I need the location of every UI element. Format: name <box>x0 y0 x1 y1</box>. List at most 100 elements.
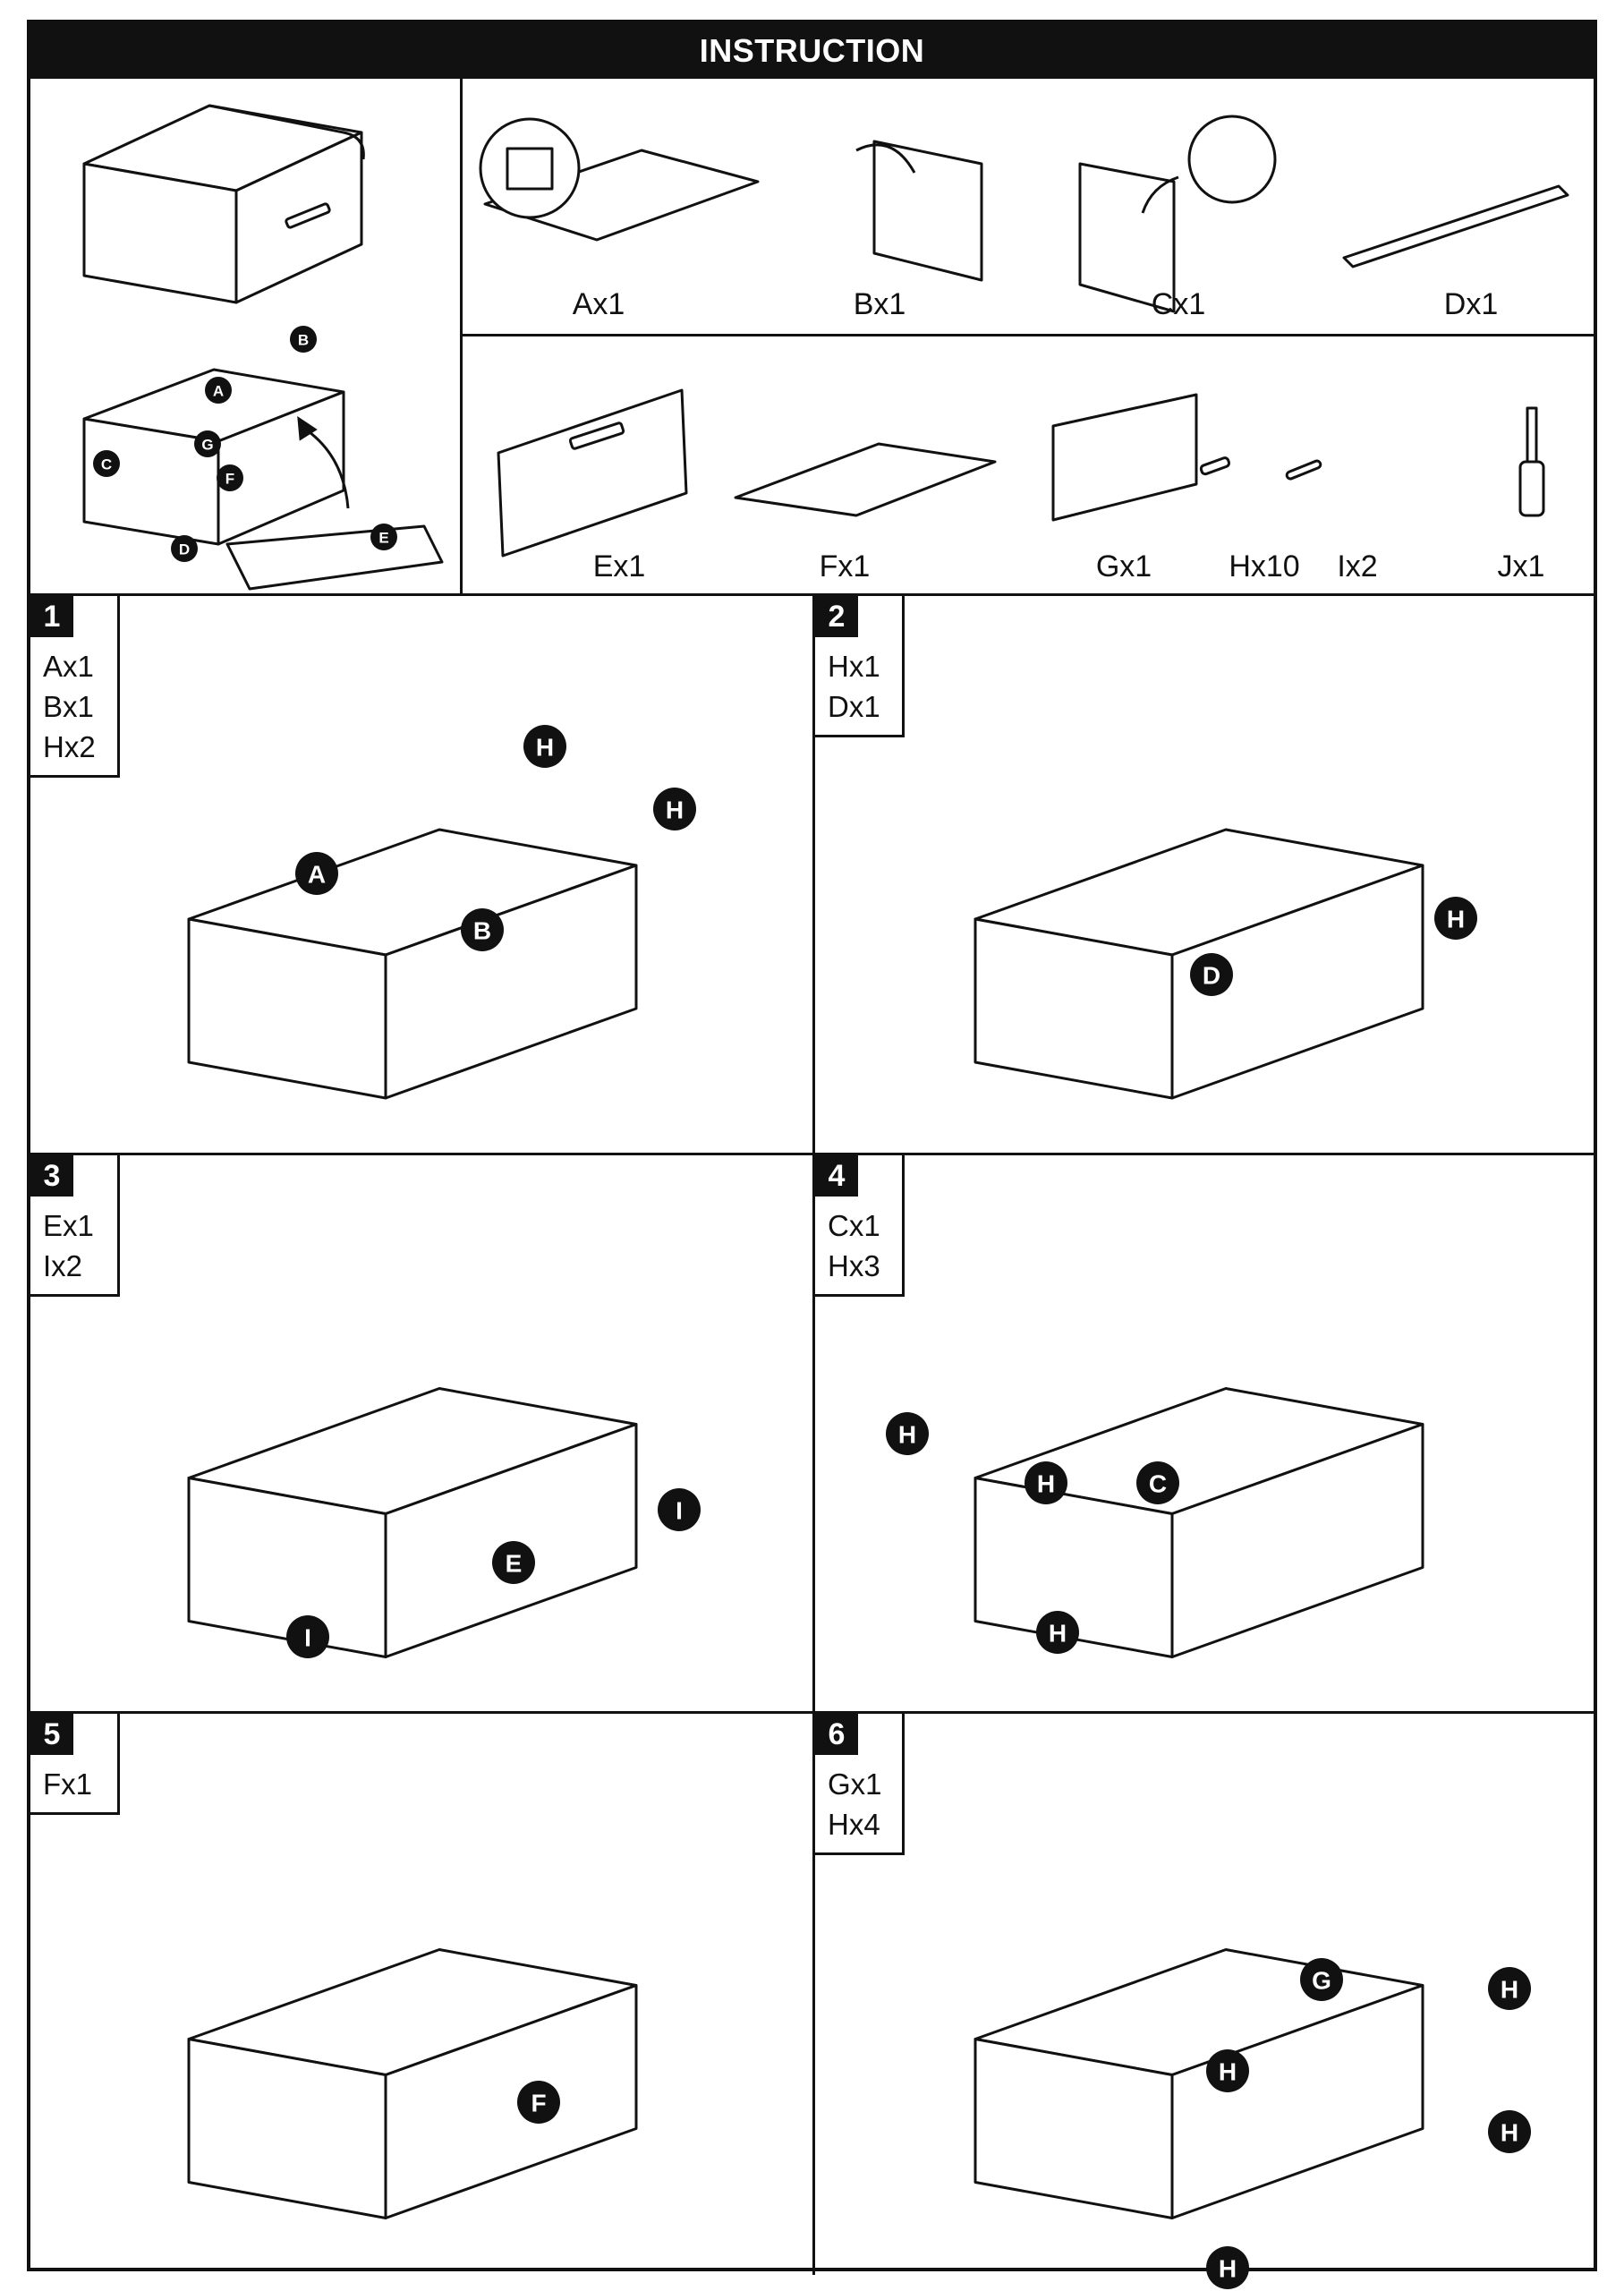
step-4-callout-h-marker <box>1025 1461 1067 1504</box>
part-label-gx1: Gx1 <box>1096 549 1152 583</box>
step-2-number: 2 <box>815 596 858 637</box>
step-5-number: 5 <box>30 1714 73 1755</box>
step-4-callout-c: C <box>1149 1470 1167 1498</box>
step-1-callout-h-marker <box>653 788 696 830</box>
part-label-jx1: Jx1 <box>1498 549 1545 583</box>
part-label-dx1: Dx1 <box>1444 287 1498 321</box>
step-6-callout-h: H <box>1219 2255 1237 2283</box>
step-3-callout-e: E <box>506 1550 523 1578</box>
step-6-callout-g-marker <box>1300 1958 1343 2001</box>
step-2-callout-d-marker <box>1190 953 1233 996</box>
step-2-callout-h-marker <box>1434 897 1477 940</box>
part-label-ix2: Ix2 <box>1337 549 1377 583</box>
step-3-illustration: IEI <box>187 1387 701 1658</box>
step-3-number: 3 <box>30 1155 73 1197</box>
grid-divider <box>460 79 463 596</box>
step-6-callout-h: H <box>1219 2058 1237 2086</box>
step-4-callout-h-marker <box>1036 1611 1079 1654</box>
step-3-callout-i-marker <box>286 1615 329 1658</box>
step-1-callout-a: A <box>308 861 326 889</box>
step-part-qty: Hx1 <box>828 650 880 683</box>
overview-callout-a: A <box>213 383 224 400</box>
step-1-number: 1 <box>30 596 73 637</box>
step-part-qty: Dx1 <box>828 690 880 723</box>
step-6-callout-g: G <box>1312 1967 1331 1995</box>
step-3-callout-e-marker <box>492 1541 535 1584</box>
overview-callout-d: D <box>179 541 190 558</box>
step-4-callout-h: H <box>1049 1620 1067 1648</box>
step-6-callout-h-marker <box>1488 1967 1531 2010</box>
overview-callout-e: E <box>378 530 388 547</box>
overview-callout-g-marker <box>194 430 221 457</box>
step-1-callout-a-marker <box>295 852 338 895</box>
part-label-ex1: Ex1 <box>593 549 646 583</box>
grid-divider <box>30 593 1594 596</box>
overview-callout-c-marker <box>93 450 120 477</box>
step-1-callout-h-marker <box>523 725 566 768</box>
step-1-illustration: H H A B <box>187 725 696 1100</box>
overview-callout-f: F <box>225 471 234 488</box>
overview-callout-g: G <box>201 437 213 454</box>
step-part-qty: Ax1 <box>43 650 94 683</box>
step-part-qty: Bx1 <box>43 690 94 723</box>
overview-callout-d-marker <box>171 535 198 562</box>
step-4-callout-h-marker <box>886 1412 929 1455</box>
overview-callout-b: B <box>298 332 309 349</box>
step-part-qty: Hx2 <box>43 730 96 763</box>
page-title: INSTRUCTION <box>30 23 1594 79</box>
grid-divider <box>460 334 1594 336</box>
step-2-callout-d: D <box>1203 962 1220 990</box>
step-1-callout-b-marker <box>461 908 504 951</box>
overview-callout-f-marker <box>217 464 243 491</box>
overview-callout-e-marker <box>370 524 397 550</box>
part-a-shape <box>483 149 760 242</box>
step-1-callout-b: B <box>473 917 491 945</box>
step-5-parts-list: Fx1 <box>43 1764 92 1804</box>
step-3-callout-i-marker <box>658 1488 701 1531</box>
step-part-qty: Ex1 <box>43 1209 94 1242</box>
step-1-callout-h: H <box>666 796 684 824</box>
part-label-ax1: Ax1 <box>573 287 625 321</box>
step-4-callout-c-marker <box>1136 1461 1179 1504</box>
step-part-qty: Hx3 <box>828 1249 880 1282</box>
step-6-callout-h: H <box>1501 1976 1518 2004</box>
grid-divider <box>812 593 815 2275</box>
step-3-callout-i: I <box>304 1624 311 1652</box>
step-4-callout-h: H <box>1037 1470 1055 1498</box>
step-4-illustration: H H C H <box>886 1387 1424 1658</box>
part-label-hx10: Hx10 <box>1229 549 1299 583</box>
step-part-qty: Fx1 <box>43 1767 93 1801</box>
step-1-callout-h: H <box>536 734 554 762</box>
overview-callout-b-marker <box>290 326 317 353</box>
overview-callout-a-marker <box>205 377 232 404</box>
step-5-callout-f: F <box>531 2090 546 2117</box>
step-6-number: 6 <box>815 1714 858 1755</box>
step-6-callout-h-marker <box>1206 2246 1249 2289</box>
step-5-callout-f-marker <box>517 2081 560 2124</box>
grid-divider <box>30 1153 1594 1155</box>
step-part-qty: Ix2 <box>43 1249 83 1282</box>
part-label-cx1: Cx1 <box>1152 287 1205 321</box>
step-part-qty: Hx4 <box>828 1808 880 1841</box>
step-6-callout-h-marker <box>1206 2049 1249 2092</box>
step-part-qty: Cx1 <box>828 1209 880 1242</box>
step-5-illustration: F <box>187 1948 638 2219</box>
step-4-callout-h: H <box>898 1421 916 1449</box>
